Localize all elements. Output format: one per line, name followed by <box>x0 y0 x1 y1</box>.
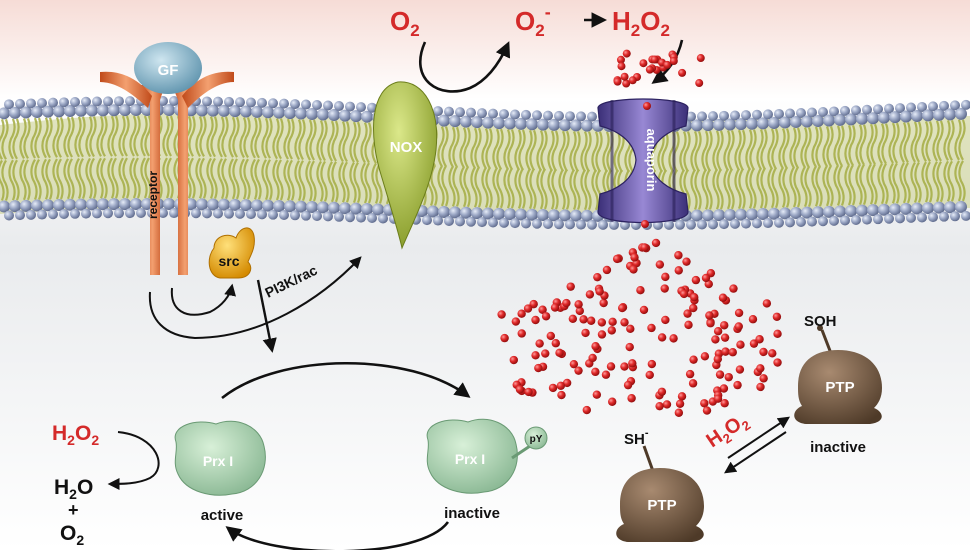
water-sub: 2 <box>69 486 77 502</box>
h2o2-cloud-intracellular <box>497 238 782 417</box>
water: H2O <box>54 476 93 502</box>
prx-h2o2-sub2: 2 <box>91 432 99 448</box>
plus-sign: + <box>68 500 79 520</box>
h2o2-o: O <box>640 6 660 36</box>
ptp-inactive-state: inactive <box>810 439 866 456</box>
ptp-sh: SH- <box>624 427 649 448</box>
arrow-o2-to-superoxide <box>418 41 511 93</box>
superoxide-text: O <box>515 6 535 36</box>
ptp-reduced: SH- PTP <box>616 427 704 542</box>
src-label: src <box>218 253 239 269</box>
svg-text:O2: O2 <box>390 6 420 40</box>
growth-factor: GF <box>134 42 202 94</box>
nox-enzyme: NOX <box>373 81 438 250</box>
arrow-src-to-prx <box>256 279 277 353</box>
prx-active-label: Prx I <box>203 453 233 469</box>
arrow-receptor-to-nox <box>148 256 362 340</box>
h2o2-molecule <box>641 220 649 228</box>
prx-inactive: pY Prx I inactive <box>426 418 548 522</box>
h2o2-h: H <box>612 6 631 36</box>
src-kinase: src <box>208 227 255 279</box>
superoxide-subscript: 2 <box>535 21 544 40</box>
ptp-soh: SOH <box>804 313 837 330</box>
arrow-h2o2-to-water <box>107 431 160 490</box>
prx-inactive-state: inactive <box>444 505 500 522</box>
oxygen-product: O2 <box>60 522 84 548</box>
prx-active: Prx I active <box>174 420 266 524</box>
h2o2-cloud-extracellular <box>613 49 705 88</box>
prx-h2o2-h: H <box>52 422 67 445</box>
ptp-reduced-label: PTP <box>647 497 676 514</box>
h2o2-sub2: 2 <box>660 21 669 40</box>
py-label: pY <box>530 434 543 445</box>
receptor: receptor <box>100 71 234 275</box>
ptp-sh-charge: - <box>645 427 649 439</box>
svg-text:H2O2: H2O2 <box>612 6 670 40</box>
phosphotyrosine <box>524 426 548 450</box>
prx-inactive-label: Prx I <box>455 451 485 467</box>
ptp-oxidized: SOH PTP inactive <box>794 313 882 456</box>
svg-text:O2-: O2- <box>515 2 551 40</box>
oxygen-o: O <box>60 522 76 545</box>
o2-subscript: 2 <box>410 21 419 40</box>
o2-molecule: O2 <box>390 6 420 40</box>
gf-label: GF <box>158 62 179 79</box>
superoxide-charge: - <box>545 2 551 22</box>
ptp-sh-text: SH <box>624 431 645 448</box>
nox-label: NOX <box>390 139 423 156</box>
arrow-ptp-oxidation <box>727 416 790 459</box>
arrow-receptor-to-src <box>170 283 236 316</box>
reaction-arrows <box>107 12 790 550</box>
arrow-prx-active-to-inactive <box>221 362 471 400</box>
receptor-label: receptor <box>146 171 160 219</box>
arrow-prx-inactive-to-active <box>225 521 450 550</box>
prx-h2o2-sub1: 2 <box>67 432 75 448</box>
h2o2-extracellular: H2O2 <box>612 6 670 40</box>
water-h: H <box>54 476 69 499</box>
water-o: O <box>77 476 93 499</box>
arrow-ptp-reduction <box>724 431 787 474</box>
prx-active-state: active <box>201 507 244 524</box>
o2-text: O <box>390 6 410 36</box>
aquaporin-label: aquaporin <box>644 129 659 192</box>
h2o2-molecule <box>643 102 651 110</box>
prx-h2o2-o: O <box>75 422 91 445</box>
h2o2-sub1: 2 <box>631 21 640 40</box>
aquaporin-channel: aquaporin <box>597 98 689 228</box>
oxygen-sub: 2 <box>76 532 84 548</box>
prx-h2o2: H2O2 <box>52 422 99 448</box>
ptp-oxidized-label: PTP <box>825 379 854 396</box>
superoxide: O2- <box>515 2 551 40</box>
